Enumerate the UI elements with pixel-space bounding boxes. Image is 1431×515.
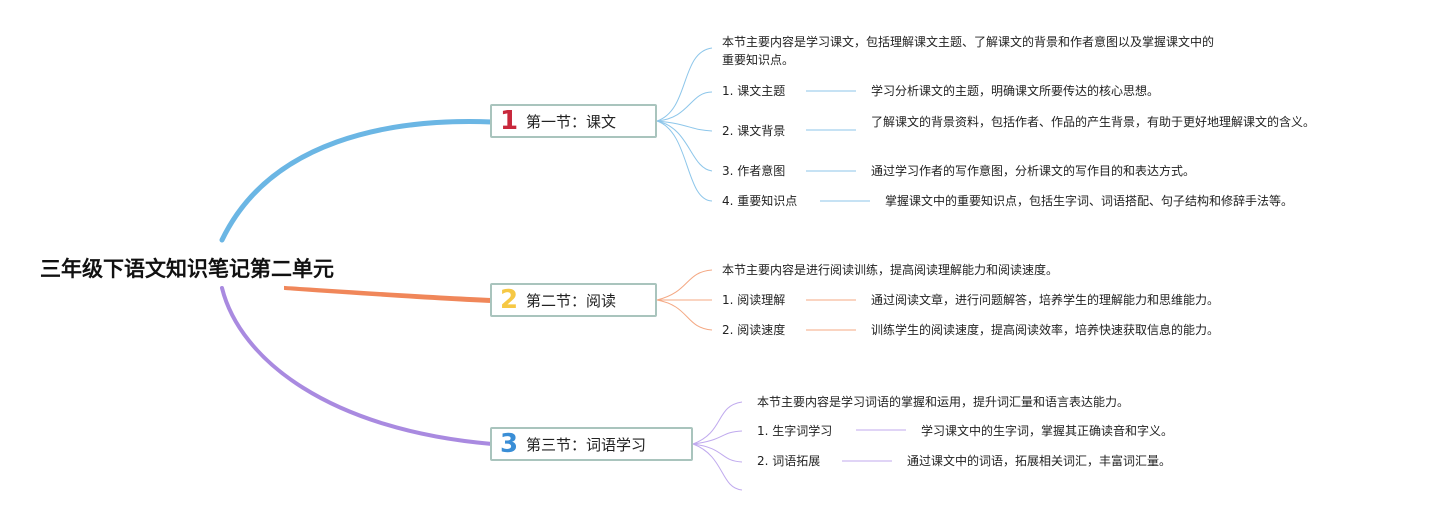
fan-section-1 bbox=[656, 47, 870, 202]
section-1-item-2-detail[interactable]: 了解课文的背景资料，包括作者、作品的产生背景，有助于更好地理解课文的含义。 bbox=[871, 115, 1316, 129]
section-1-title: 第一节：课文 bbox=[526, 112, 617, 131]
section-2-item-2-detail[interactable]: 训练学生的阅读速度，提高阅读效率，培养快速获取信息的能力。 bbox=[871, 323, 1220, 337]
section-2-item-1-label[interactable]: 1. 阅读理解 bbox=[722, 293, 786, 307]
root-topic[interactable]: 三年级下语文知识笔记第二单元 bbox=[40, 257, 334, 281]
section-2-node[interactable]: 2 第二节：阅读 bbox=[490, 283, 657, 317]
section-2-item-2-label[interactable]: 2. 阅读速度 bbox=[722, 323, 786, 337]
section-3-item-2-detail[interactable]: 通过课文中的词语，拓展相关词汇，丰富词汇量。 bbox=[907, 454, 1172, 468]
section-3-node[interactable]: 3 第三节：词语学习 bbox=[490, 427, 693, 461]
branch-section-2 bbox=[284, 285, 493, 304]
section-1-node[interactable]: 1 第一节：课文 bbox=[490, 104, 657, 138]
fan-section-2 bbox=[656, 269, 856, 331]
section-3-title: 第三节：词语学习 bbox=[526, 435, 647, 454]
section-1-item-3-label[interactable]: 3. 作者意图 bbox=[722, 164, 786, 178]
fan-section-3 bbox=[692, 401, 906, 491]
branch-section-1 bbox=[219, 119, 495, 243]
section-3-item-1-detail[interactable]: 学习课文中的生字词，掌握其正确读音和字义。 bbox=[921, 424, 1174, 438]
section-1-item-2-label[interactable]: 2. 课文背景 bbox=[722, 124, 786, 138]
section-2-summary[interactable]: 本节主要内容是进行阅读训练，提高阅读理解能力和阅读速度。 bbox=[722, 263, 1059, 277]
number-2-icon: 2 bbox=[500, 285, 519, 315]
section-2-title: 第二节：阅读 bbox=[526, 291, 617, 310]
section-3-item-2-label[interactable]: 2. 词语拓展 bbox=[757, 454, 821, 468]
number-3-icon: 3 bbox=[500, 429, 519, 459]
section-2-item-1-detail[interactable]: 通过阅读文章，进行问题解答，培养学生的理解能力和思维能力。 bbox=[871, 293, 1220, 307]
section-1-item-1-detail[interactable]: 学习分析课文的主题，明确课文所要传达的核心思想。 bbox=[871, 84, 1160, 98]
number-1-icon: 1 bbox=[500, 106, 519, 136]
section-1-item-3-detail[interactable]: 通过学习作者的写作意图，分析课文的写作目的和表达方式。 bbox=[871, 164, 1196, 178]
section-3-item-1-label[interactable]: 1. 生字词学习 bbox=[757, 424, 833, 438]
section-1-item-4-detail[interactable]: 掌握课文中的重要知识点，包括生字词、词语搭配、句子结构和修辞手法等。 bbox=[885, 194, 1294, 208]
section-1-item-4-label[interactable]: 4. 重要知识点 bbox=[722, 194, 798, 208]
section-1-item-1-label[interactable]: 1. 课文主题 bbox=[722, 84, 786, 98]
section-1-summary[interactable]: 本节主要内容是学习课文，包括理解课文主题、了解课文的背景和作者意图以及掌握课文中… bbox=[722, 35, 1215, 67]
branch-section-3 bbox=[220, 286, 494, 446]
section-3-summary[interactable]: 本节主要内容是学习词语的掌握和运用，提升词汇量和语言表达能力。 bbox=[757, 395, 1130, 409]
